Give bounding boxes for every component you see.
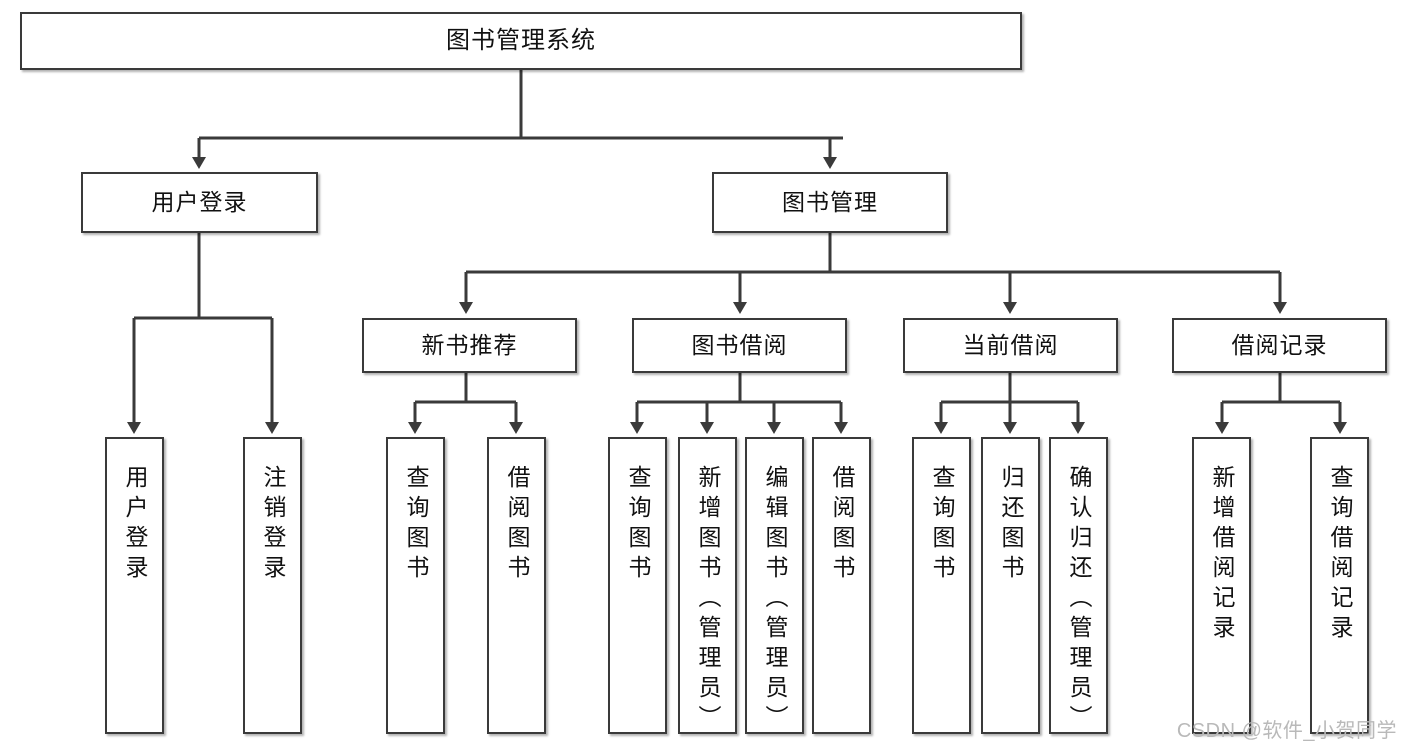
leaf-query-borrow-record[interactable]: 查询借阅记录 [1310, 437, 1369, 734]
node-label: 编辑图书（管理员） [762, 465, 788, 735]
node-label: 当前借阅 [962, 332, 1059, 359]
node-label: 用户登录 [122, 465, 148, 585]
leaf-user-login[interactable]: 用户登录 [105, 437, 164, 734]
leaf-borrow-book[interactable]: 借阅图书 [812, 437, 871, 734]
node-book-management[interactable]: 图书管理 [712, 172, 948, 233]
node-label: 查询图书 [929, 465, 955, 585]
leaf-query-book-borrow[interactable]: 查询图书 [608, 437, 667, 734]
node-label: 归还图书 [998, 465, 1024, 585]
node-label: 借阅图书 [829, 465, 855, 585]
leaf-add-book-admin[interactable]: 新增图书（管理员） [678, 437, 737, 735]
node-label: 注销登录 [260, 465, 286, 585]
leaf-logout[interactable]: 注销登录 [243, 437, 302, 734]
node-label: 确认归还（管理员） [1066, 465, 1092, 735]
leaf-confirm-return-admin[interactable]: 确认归还（管理员） [1049, 437, 1108, 735]
node-new-book-recommend[interactable]: 新书推荐 [362, 318, 577, 373]
node-current-borrow[interactable]: 当前借阅 [903, 318, 1118, 373]
leaf-add-borrow-record[interactable]: 新增借阅记录 [1192, 437, 1251, 734]
node-label: 查询图书 [625, 465, 651, 585]
node-label: 用户登录 [151, 189, 248, 216]
node-label: 新书推荐 [421, 332, 518, 359]
node-user-login[interactable]: 用户登录 [81, 172, 318, 233]
node-label: 借阅记录 [1231, 332, 1328, 359]
node-label: 新增借阅记录 [1209, 465, 1235, 645]
node-book-borrow[interactable]: 图书借阅 [632, 318, 847, 373]
leaf-return-book[interactable]: 归还图书 [981, 437, 1040, 734]
node-root-system[interactable]: 图书管理系统 [20, 12, 1022, 70]
node-label: 图书管理 [782, 189, 878, 216]
leaf-query-book-recommend[interactable]: 查询图书 [386, 437, 445, 734]
node-label: 新增图书（管理员） [695, 465, 721, 735]
leaf-query-book-current[interactable]: 查询图书 [912, 437, 971, 734]
node-borrow-records[interactable]: 借阅记录 [1172, 318, 1387, 373]
node-label: 图书借阅 [691, 332, 788, 359]
leaf-edit-book-admin[interactable]: 编辑图书（管理员） [745, 437, 804, 735]
node-label: 图书管理系统 [446, 27, 596, 55]
node-label: 查询借阅记录 [1327, 465, 1353, 645]
node-label: 借阅图书 [504, 465, 530, 585]
node-label: 查询图书 [403, 465, 429, 585]
leaf-borrow-book-recommend[interactable]: 借阅图书 [487, 437, 546, 734]
